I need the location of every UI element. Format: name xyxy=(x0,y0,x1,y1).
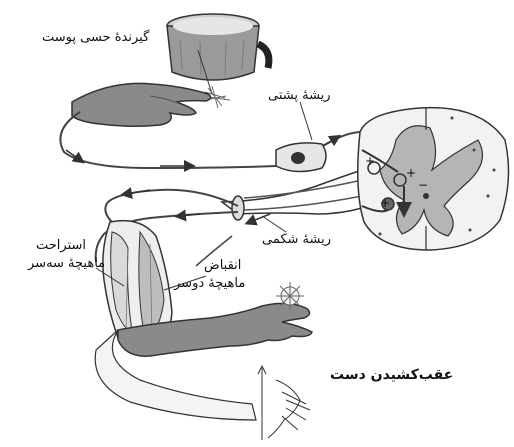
dorsal-root-label: ریشهٔ پشتی xyxy=(268,88,331,103)
sign-4: + xyxy=(380,196,390,211)
touching-hand xyxy=(72,83,211,126)
triceps-label-line2: ماهیچهٔ سه‌سر xyxy=(28,256,105,271)
biceps-label-line2: ماهیچهٔ دوسر xyxy=(174,276,245,291)
spinal-nerve-bundle xyxy=(222,170,362,220)
sign-3: − xyxy=(418,178,428,193)
leader-ventral xyxy=(262,216,286,232)
sign-2: + xyxy=(406,166,416,181)
pain-burst-icon xyxy=(276,282,304,310)
leader-dorsal xyxy=(300,102,312,140)
spinal-cord-section xyxy=(358,108,509,250)
biceps-label-line1: انقباض xyxy=(204,258,241,273)
hot-pot xyxy=(167,14,269,80)
withdrawing-hand-sketch xyxy=(258,366,310,440)
sign-1: + xyxy=(365,154,375,169)
ventral-root-label: ریشهٔ شکمی xyxy=(262,232,331,247)
triceps-label-line1: استراحت xyxy=(36,238,86,253)
skin-receptor-label: گیرندهٔ حسی پوست xyxy=(42,30,149,45)
dorsal-ganglion xyxy=(276,143,326,172)
withdrawal-label: عقب‌کشیدن دست xyxy=(330,368,453,383)
